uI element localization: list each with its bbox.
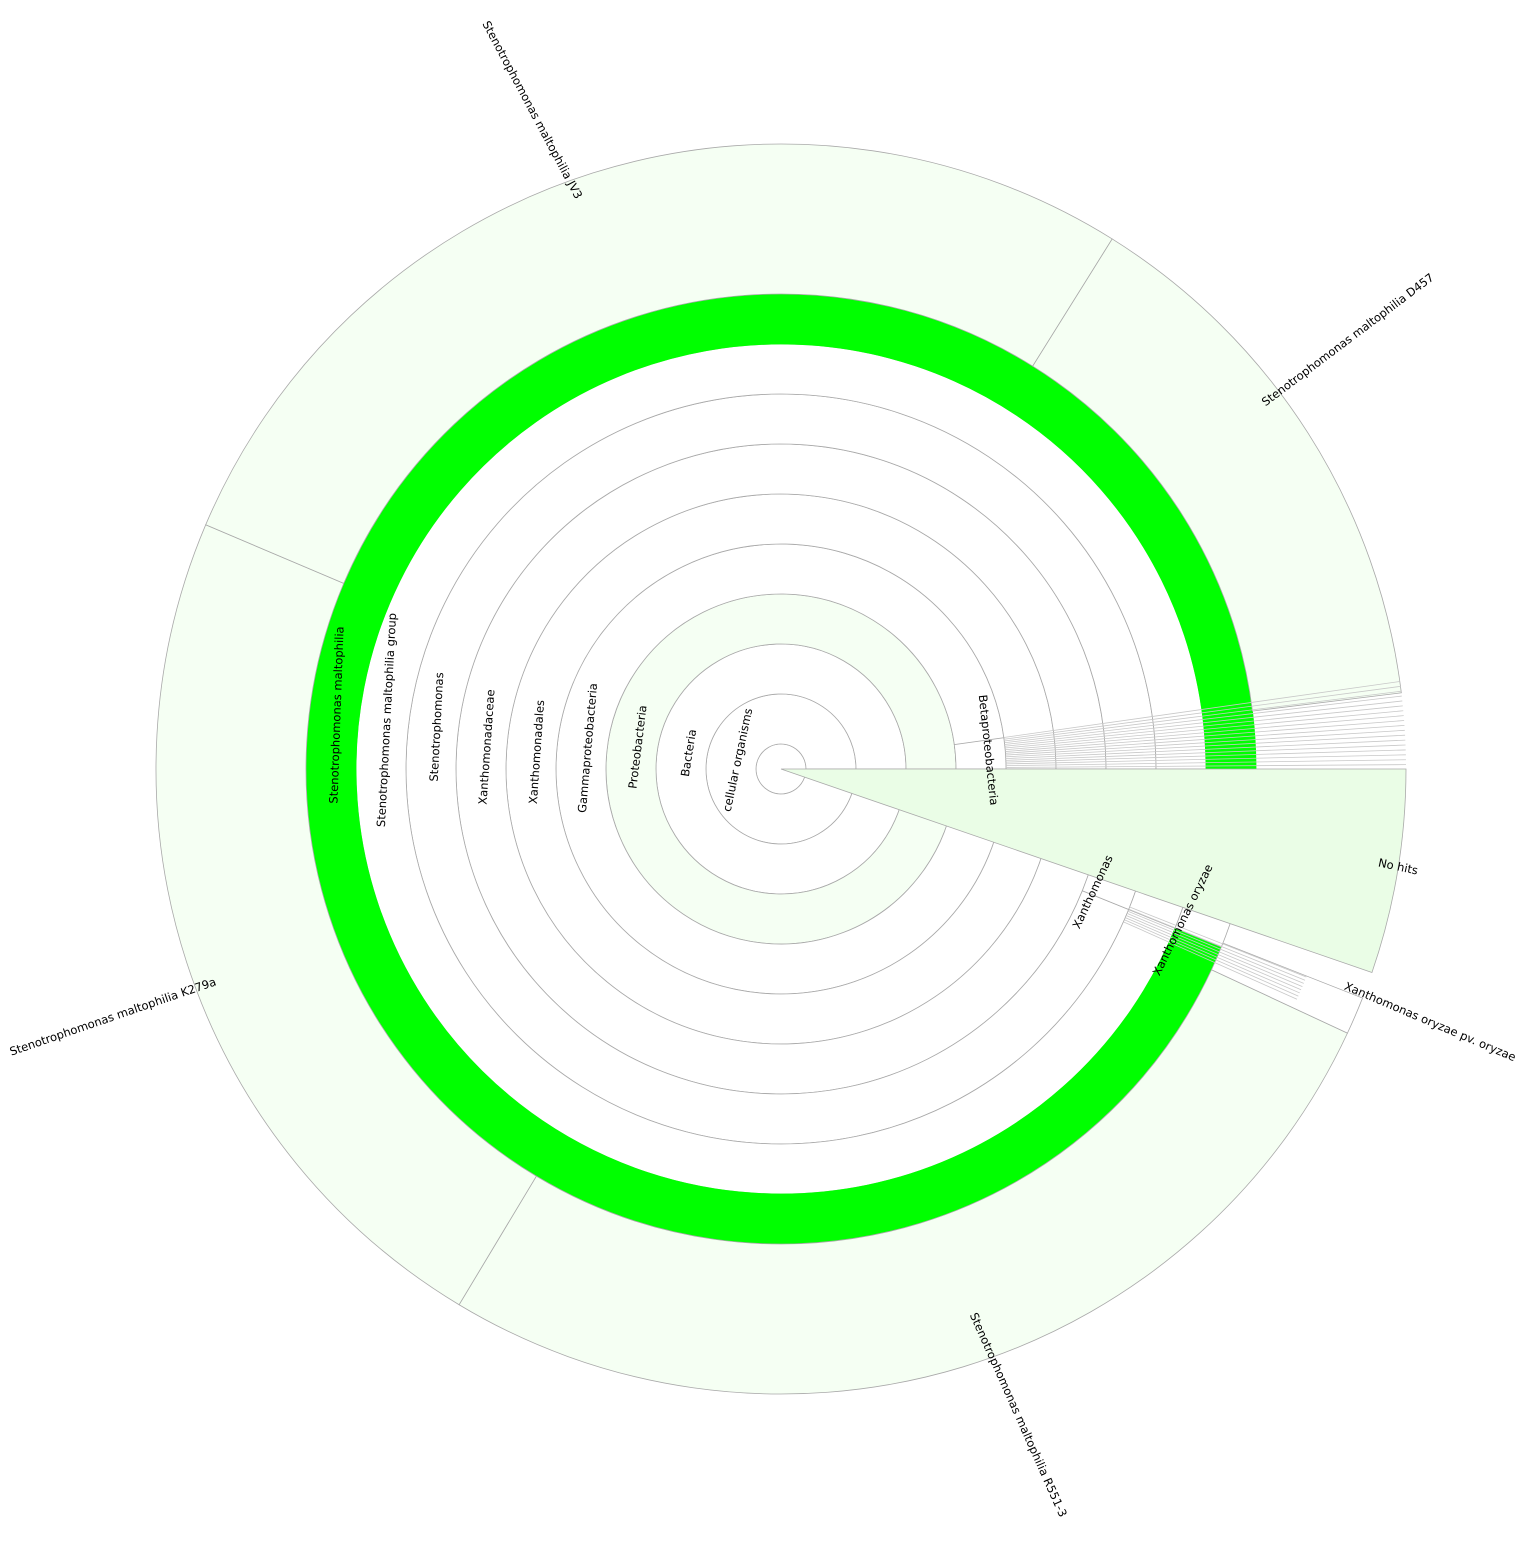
wedge-strain-r551-3 bbox=[458, 969, 1348, 1395]
minor-branch-line bbox=[1125, 917, 1300, 994]
wedge-strain-k279a bbox=[155, 524, 537, 1306]
minor-branch-line bbox=[1005, 725, 1405, 754]
minor-branch-lines bbox=[1003, 681, 1406, 1000]
label-stenotrophomonas: Stenotrophomonas bbox=[427, 672, 447, 782]
minor-branch-line bbox=[1004, 710, 1404, 749]
minor-branch-line bbox=[1004, 690, 1402, 742]
minor-branch-line bbox=[1126, 915, 1302, 991]
wedge-strain-d457 bbox=[1032, 238, 1402, 712]
minor-branch-line bbox=[1003, 685, 1401, 740]
minor-branch-line bbox=[1005, 729, 1405, 756]
wedge-no-hits bbox=[780, 768, 1407, 973]
minor-branch-line bbox=[1005, 720, 1405, 752]
label-strain-d457: Stenotrophomonas maltophilia D457 bbox=[1259, 270, 1437, 409]
minor-branch-line bbox=[1005, 754, 1406, 765]
minor-branch-line bbox=[1129, 906, 1307, 978]
minor-branch-line bbox=[1005, 749, 1406, 763]
label-stenotrophomonas-maltophilia: Stenotrophomonas maltophilia bbox=[326, 626, 346, 804]
wedge-xanthomonas-oryzae-pv-oryzae bbox=[1210, 942, 1364, 1034]
minor-branch-line bbox=[1004, 700, 1403, 745]
wedge-strain-jv3 bbox=[205, 143, 1113, 584]
minor-branch-line bbox=[1005, 739, 1406, 759]
minor-branch-line bbox=[1005, 744, 1406, 761]
label-strain-jv3: Stenotrophomonas maltophilia JV3 bbox=[479, 18, 585, 201]
label-strain-k279a: Stenotrophomonas maltophilia K279a bbox=[8, 975, 218, 1059]
minor-branch-line bbox=[1004, 705, 1403, 747]
minor-branch-line bbox=[1123, 921, 1298, 1000]
minor-branch-line bbox=[1005, 715, 1404, 751]
minor-branch-line bbox=[1128, 908, 1306, 981]
minor-branch-line bbox=[1005, 759, 1406, 767]
minor-branch-line bbox=[1126, 913, 1303, 987]
minor-branch-line bbox=[1127, 910, 1304, 984]
minor-branch-line bbox=[1003, 681, 1400, 738]
label-xanthomonas-oryzae-pv-oryzae: Xanthomonas oryzae pv. oryzae bbox=[1342, 979, 1518, 1064]
minor-branch-line bbox=[1124, 919, 1299, 997]
minor-branch-line bbox=[1005, 764, 1406, 768]
sunburst-wedges bbox=[155, 143, 1407, 1395]
minor-branch-line bbox=[1005, 734, 1406, 758]
minor-branch-line bbox=[1004, 695, 1402, 744]
